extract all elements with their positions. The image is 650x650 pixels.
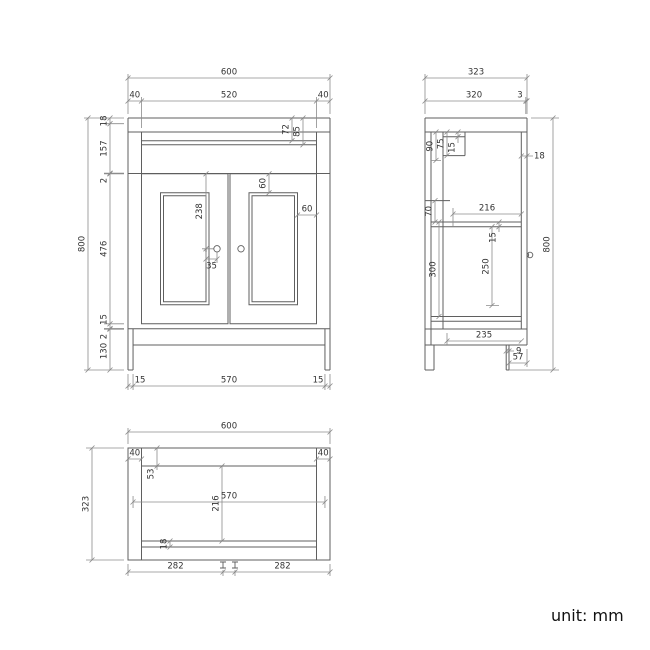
plan-dim-overall-width: 600	[221, 422, 237, 432]
front-right-door	[229, 173, 317, 325]
side-dim-overall-height: 800	[543, 236, 553, 252]
left-door-knob	[213, 245, 221, 253]
side-carcass-outline	[424, 117, 528, 371]
side-dim-depth-split-lines	[422, 97, 530, 114]
front-dim-seg-2b: 2	[100, 334, 110, 339]
side-dim-rail-gap-lines	[432, 197, 438, 225]
side-dim-front-thickness: 18	[534, 152, 545, 162]
side-dim-bottom-depth-lines	[444, 333, 525, 345]
front-dim-overall-width: 600	[221, 68, 237, 78]
front-dim-seg-18: 18	[100, 115, 110, 126]
plan-dim-overall-width-lines	[125, 428, 333, 444]
side-dim-back-clear: 300	[429, 261, 439, 277]
plan-view: 600 40 40 323 53 570 216 18 282 282	[82, 422, 333, 576]
side-dim-hanger-a: 75	[437, 138, 447, 149]
front-dim-knob-inset-lines	[203, 252, 220, 263]
plan-dim-inner-width-lines	[130, 496, 328, 508]
front-carcass-outline	[127, 117, 331, 371]
side-door-knob-stem	[527, 253, 530, 257]
plan-dim-front-thickness-lines	[167, 538, 173, 550]
front-dim-segment-lines	[104, 115, 124, 373]
side-dim-hanger-c-lines	[455, 129, 461, 143]
plan-dim-right-inset: 40	[318, 449, 329, 459]
side-dim-bottom-depth: 235	[476, 331, 492, 341]
front-dim-knob-inset: 35	[206, 262, 217, 272]
side-dim-leg-thickness-lines	[503, 348, 514, 354]
side-dim-shelf-depth-lines	[450, 208, 525, 226]
front-dim-knob-drop-lines	[202, 171, 214, 252]
plan-dim-mid-depth: 216	[212, 495, 222, 511]
side-view: 323 320 3 800 18 75 90 15 70 216 15 300 …	[422, 68, 559, 373]
side-dim-shelf-depth: 216	[479, 204, 495, 214]
unit-label: unit: mm	[551, 606, 624, 625]
side-dim-rail-gap: 70	[425, 206, 435, 217]
plan-dim-overall-depth: 323	[82, 496, 92, 512]
front-dim-basin-a-lines	[289, 115, 295, 144]
side-dim-depth-lip: 3	[517, 91, 522, 101]
front-dim-seg-130: 130	[100, 343, 110, 359]
plan-dim-inner-width: 570	[221, 492, 237, 502]
side-dim-overall-depth-lines	[422, 74, 530, 114]
side-dim-hanger-a-lines	[444, 129, 450, 159]
front-dim-seg-157: 157	[100, 140, 110, 156]
side-dim-shelf-clear: 250	[482, 258, 492, 274]
plan-dim-overall-depth-lines	[86, 445, 124, 563]
front-dim-door-rail-lines	[266, 171, 272, 196]
side-dim-leg-setback: 57	[513, 353, 524, 363]
front-dim-bottom-center: 570	[221, 376, 237, 386]
plan-dim-front-thickness: 18	[160, 539, 170, 550]
side-dim-front-thickness-lines	[518, 153, 533, 159]
plan-dim-mid-depth-lines	[219, 463, 225, 544]
side-dim-shelf-clear-lines	[486, 223, 499, 309]
front-dim-door-stile: 60	[302, 205, 313, 215]
front-dim-top-right-inset: 40	[318, 91, 329, 101]
front-dim-overall-width-lines	[125, 74, 333, 114]
front-dim-overall-height: 800	[78, 236, 88, 252]
side-dim-overall-height-lines	[509, 115, 559, 373]
side-dim-back-clear-lines	[436, 219, 442, 320]
front-dim-basin-b-lines	[300, 115, 306, 148]
plan-dim-back-depth-lines	[154, 445, 160, 470]
plan-dim-fix-left: 282	[167, 562, 183, 572]
front-dim-door-stile-lines	[294, 212, 320, 218]
right-door-knob	[237, 245, 245, 253]
side-dim-overall-depth: 323	[468, 68, 484, 78]
fixing-bracket-icons	[220, 561, 238, 569]
plan-dim-back-depth: 53	[147, 469, 157, 480]
front-dim-seg-2a: 2	[100, 178, 110, 183]
front-dim-basin-a: 72	[282, 124, 292, 135]
front-dim-door-rail: 60	[259, 178, 269, 189]
front-dim-top-left-inset: 40	[129, 91, 140, 101]
side-dim-shelf-thickness-lines	[496, 219, 502, 232]
side-dim-hanger-b: 90	[426, 141, 436, 152]
front-dim-top-insets-lines	[125, 97, 333, 128]
front-left-door	[141, 173, 229, 325]
front-view: 600 40 520 40 800 18 157 2 476 15 2 130 …	[78, 68, 333, 390]
plan-worktop-outline	[127, 447, 331, 561]
side-dim-shelf-thickness: 15	[489, 232, 499, 243]
front-dim-knob-drop: 238	[195, 203, 205, 219]
front-dim-bottom-lines	[125, 374, 333, 390]
side-dim-hanger-b-lines	[431, 129, 441, 164]
plan-dim-fixings-lines	[125, 564, 333, 576]
side-dim-hanger-c: 15	[448, 142, 458, 153]
front-dim-basin-b: 85	[293, 126, 303, 137]
plan-dim-left-inset-lines	[125, 456, 145, 462]
side-dim-depth-body: 320	[466, 91, 482, 101]
front-dim-seg-476: 476	[100, 241, 110, 257]
plan-dim-fix-right: 282	[274, 562, 290, 572]
plan-dim-left-inset: 40	[129, 449, 140, 459]
front-dim-bottom-left-inset: 15	[135, 376, 146, 386]
side-dim-leg-setback-lines	[506, 349, 530, 367]
front-dim-top-center: 520	[221, 91, 237, 101]
front-dim-bottom-right-inset: 15	[313, 376, 324, 386]
plan-dim-right-inset-lines	[313, 456, 333, 462]
front-dim-overall-height-lines	[84, 115, 124, 373]
front-dim-seg-15: 15	[100, 314, 110, 325]
side-door-knob	[526, 251, 534, 259]
side-dim-leg-thickness: 9	[516, 347, 521, 357]
